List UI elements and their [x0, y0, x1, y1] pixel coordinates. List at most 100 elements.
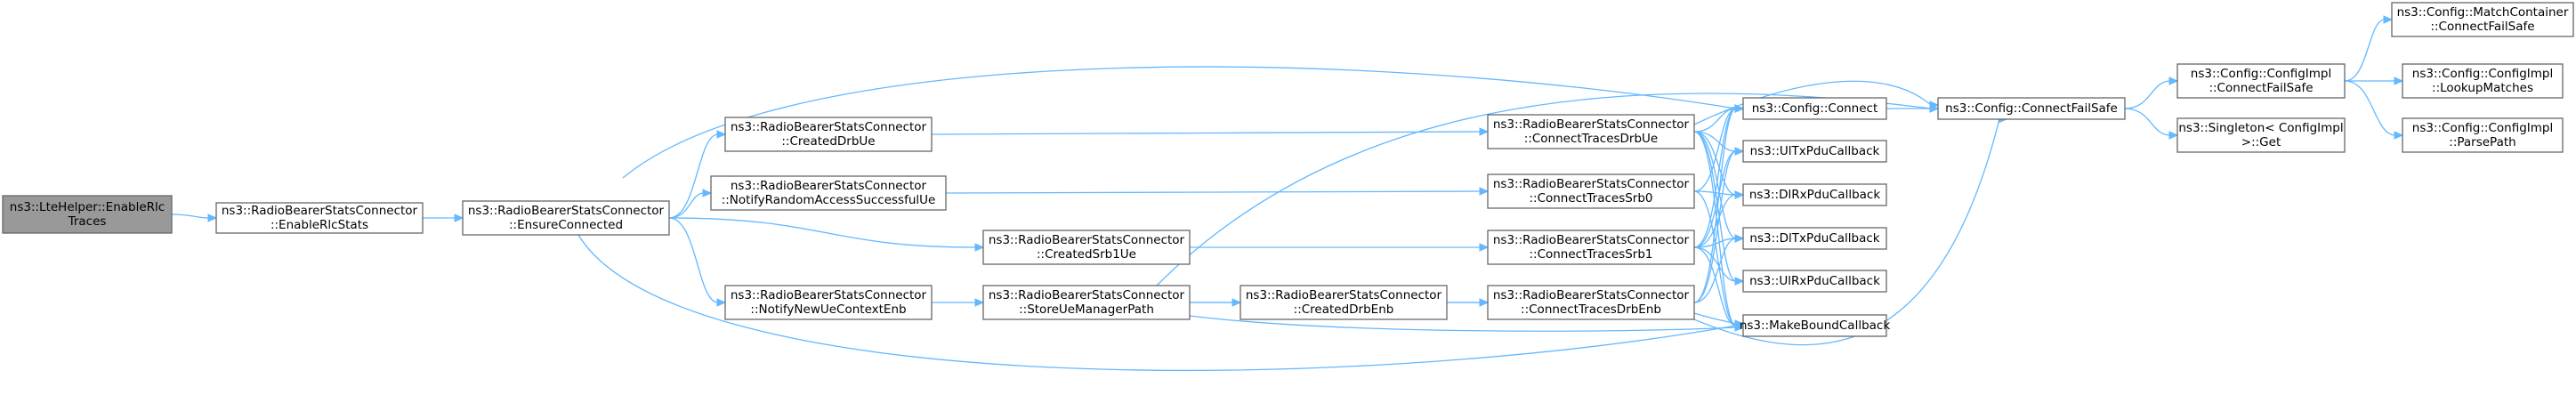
edge-line — [668, 217, 977, 248]
node-label-line: ::ConnectTracesSrb1 — [1529, 247, 1652, 262]
node-label-line: ns3::RadioBearerStatsConnector — [731, 179, 927, 193]
edge-arrowhead — [1734, 277, 1745, 286]
node-label-line: ns3::RadioBearerStatsConnector — [731, 120, 927, 134]
node-label-line: ::ConnectTracesDrbEnb — [1521, 302, 1661, 317]
edge-n6-to-n7 — [932, 298, 985, 307]
node-ns3-radiobearerstatsconnector-createddrbenb[interactable]: ns3::RadioBearerStatsConnector::CreatedD… — [1240, 285, 1448, 320]
edge-n11-to-n15 — [1693, 190, 1745, 248]
node-label-line: ::CreatedSrb1Ue — [1037, 247, 1136, 262]
edge-arrowhead — [207, 214, 218, 222]
edge-line — [1693, 150, 1737, 303]
node-ns3-ultxpducallback[interactable]: ns3::UlTxPduCallback — [1742, 140, 1887, 163]
node-box — [1742, 97, 1887, 120]
node-ns3-radiobearerstatsconnector-enablerlcstats[interactable]: ns3::RadioBearerStatsConnector::EnableRl… — [215, 202, 424, 234]
node-ns3-makeboundcallback[interactable]: ns3::MakeBoundCallback — [1740, 314, 1891, 337]
edge-arrowhead — [974, 243, 985, 252]
node-ns3-radiobearerstatsconnector-notifynewuecontextenb[interactable]: ns3::RadioBearerStatsConnector::NotifyNe… — [724, 285, 933, 320]
node-ns3-config-connectfailsafe[interactable]: ns3::Config::ConnectFailSafe — [1937, 97, 2126, 120]
edge-line — [1693, 150, 1737, 248]
edge-n0-to-n1 — [171, 214, 218, 222]
edge-n19-to-n21 — [2124, 108, 2179, 140]
node-ns3-dlrxpducallback[interactable]: ns3::DlRxPduCallback — [1742, 183, 1887, 206]
node-ns3-radiobearerstatsconnector-connecttracessrb1[interactable]: ns3::RadioBearerStatsConnector::ConnectT… — [1487, 230, 1695, 265]
node-label-line: ns3::RadioBearerStatsConnector — [989, 233, 1185, 247]
node-label-line: ns3::Config::ConfigImpl — [2412, 121, 2553, 135]
node-label-line: ns3::Config::ConfigImpl — [2191, 67, 2331, 81]
node-label-line: ::ConnectFailSafe — [2430, 20, 2534, 34]
node-ns3-radiobearerstatsconnector-createdsrb1ue[interactable]: ns3::RadioBearerStatsConnector::CreatedS… — [982, 230, 1191, 265]
edge-arrowhead — [454, 214, 464, 222]
edge-line — [1693, 108, 1737, 248]
node-label-line: ::EnableRlcStats — [271, 218, 368, 232]
node-ns3-radiobearerstatsconnector-connecttracesdrbenb[interactable]: ns3::RadioBearerStatsConnector::ConnectT… — [1487, 285, 1695, 320]
node-ns3-dltxpducallback[interactable]: ns3::DlTxPduCallback — [1742, 227, 1887, 250]
node-ns3-singleton-configimpl-get[interactable]: ns3::Singleton< ConfigImpl >::Get — [2176, 117, 2346, 153]
node-label-line: ::EnsureConnected — [509, 218, 623, 232]
node-box — [1742, 140, 1887, 163]
edge-n20-to-n22 — [2344, 15, 2394, 82]
node-box — [1937, 97, 2126, 120]
node-ns3-radiobearerstatsconnector-createddrbue[interactable]: ns3::RadioBearerStatsConnector::CreatedD… — [724, 117, 933, 152]
edge-arrowhead — [2168, 131, 2179, 140]
node-label-line: ::ParsePath — [2449, 135, 2515, 149]
node-label-line: ns3::RadioBearerStatsConnector — [989, 288, 1185, 302]
edge-n12-to-n18 — [1693, 312, 1745, 328]
edge-line — [622, 66, 1737, 179]
edge-line — [1693, 190, 1737, 326]
edge-line — [1693, 238, 1737, 248]
node-label-line: ns3::RadioBearerStatsConnector — [468, 204, 665, 218]
node-ns3-config-matchcontainer-connectfailsafe[interactable]: ns3::Config::MatchContainer::ConnectFail… — [2391, 2, 2574, 37]
node-box — [982, 285, 1191, 320]
edge-n12-to-n14 — [1693, 147, 1745, 303]
edge-line — [1693, 80, 1932, 125]
node-box — [2391, 2, 2574, 37]
edge-line — [1693, 131, 1737, 152]
node-box — [724, 285, 933, 320]
edge-n11-to-n13 — [1693, 104, 1745, 248]
node-box — [1240, 285, 1448, 320]
node-ns3-config-configimpl-parsepath[interactable]: ns3::Config::ConfigImpl::ParsePath — [2402, 117, 2564, 153]
node-ns3-radiobearerstatsconnector-notifyrandomaccesssuccessfulue[interactable]: ns3::RadioBearerStatsConnector::NotifyRa… — [710, 175, 947, 211]
node-label-line: ::CreatedDrbEnb — [1294, 302, 1394, 317]
edge-n11-to-n18 — [1693, 246, 1745, 330]
edge-n2-to-n4 — [668, 189, 713, 219]
node-ns3-config-configimpl-lookupmatches[interactable]: ns3::Config::ConfigImpl::LookupMatches — [2402, 63, 2564, 99]
nodes-layer: ns3::LteHelper::EnableRlcTracesns3::Radi… — [2, 2, 2574, 337]
node-label-line: ns3::RadioBearerStatsConnector — [1493, 288, 1690, 302]
edge-n13-to-n19 — [1886, 104, 1940, 113]
node-label-line: ns3::UlTxPduCallback — [1750, 144, 1880, 158]
node-ns3-config-configimpl-connectfailsafe[interactable]: ns3::Config::ConfigImpl::ConnectFailSafe — [2176, 63, 2346, 99]
edge-n5-to-n11 — [1190, 243, 1490, 252]
node-box — [2402, 117, 2564, 153]
node-label-line: ns3::Config::Connect — [1752, 101, 1878, 116]
edge-line — [668, 133, 719, 219]
node-ns3-radiobearerstatsconnector-connecttracessrb0[interactable]: ns3::RadioBearerStatsConnector::ConnectT… — [1487, 173, 1695, 209]
node-ns3-ulrxpducallback[interactable]: ns3::UlRxPduCallback — [1742, 270, 1887, 293]
edge-n20-to-n24 — [2344, 80, 2404, 140]
edge-arrowhead — [716, 130, 727, 139]
node-ns3-radiobearerstatsconnector-storeuemanagerpath[interactable]: ns3::RadioBearerStatsConnector::StoreUeM… — [982, 285, 1191, 320]
edge-line — [2124, 108, 2171, 136]
edge-arrowhead — [1734, 147, 1745, 156]
edge-arrowhead — [1929, 104, 1940, 113]
node-ns3-config-connect[interactable]: ns3::Config::Connect — [1742, 97, 1887, 120]
edge-n12-to-n16 — [1693, 234, 1745, 303]
node-box — [1742, 314, 1887, 337]
node-ns3-radiobearerstatsconnector-ensureconnected[interactable]: ns3::RadioBearerStatsConnector::EnsureCo… — [462, 200, 670, 236]
node-ns3-radiobearerstatsconnector-connecttracesdrbue[interactable]: ns3::RadioBearerStatsConnector::ConnectT… — [1487, 114, 1695, 149]
node-box — [724, 117, 933, 152]
edge-line — [668, 192, 705, 219]
node-label-line: ::ConnectTracesSrb0 — [1529, 191, 1652, 206]
edge-line — [1693, 238, 1737, 303]
node-label-line: ns3::RadioBearerStatsConnector — [1493, 233, 1690, 247]
node-label-line: ns3::RadioBearerStatsConnector — [731, 288, 927, 302]
edge-arrowhead — [974, 298, 985, 307]
edge-line — [2124, 80, 2171, 109]
node-label-line: ::ConnectFailSafe — [2209, 81, 2313, 95]
node-label-line: >::Get — [2241, 135, 2281, 149]
node-label-line: ns3::RadioBearerStatsConnector — [222, 204, 418, 218]
node-label-line: ::ConnectTracesDrbUe — [1524, 132, 1658, 146]
edge-line — [1693, 108, 1737, 133]
edge-line — [1693, 131, 1737, 239]
